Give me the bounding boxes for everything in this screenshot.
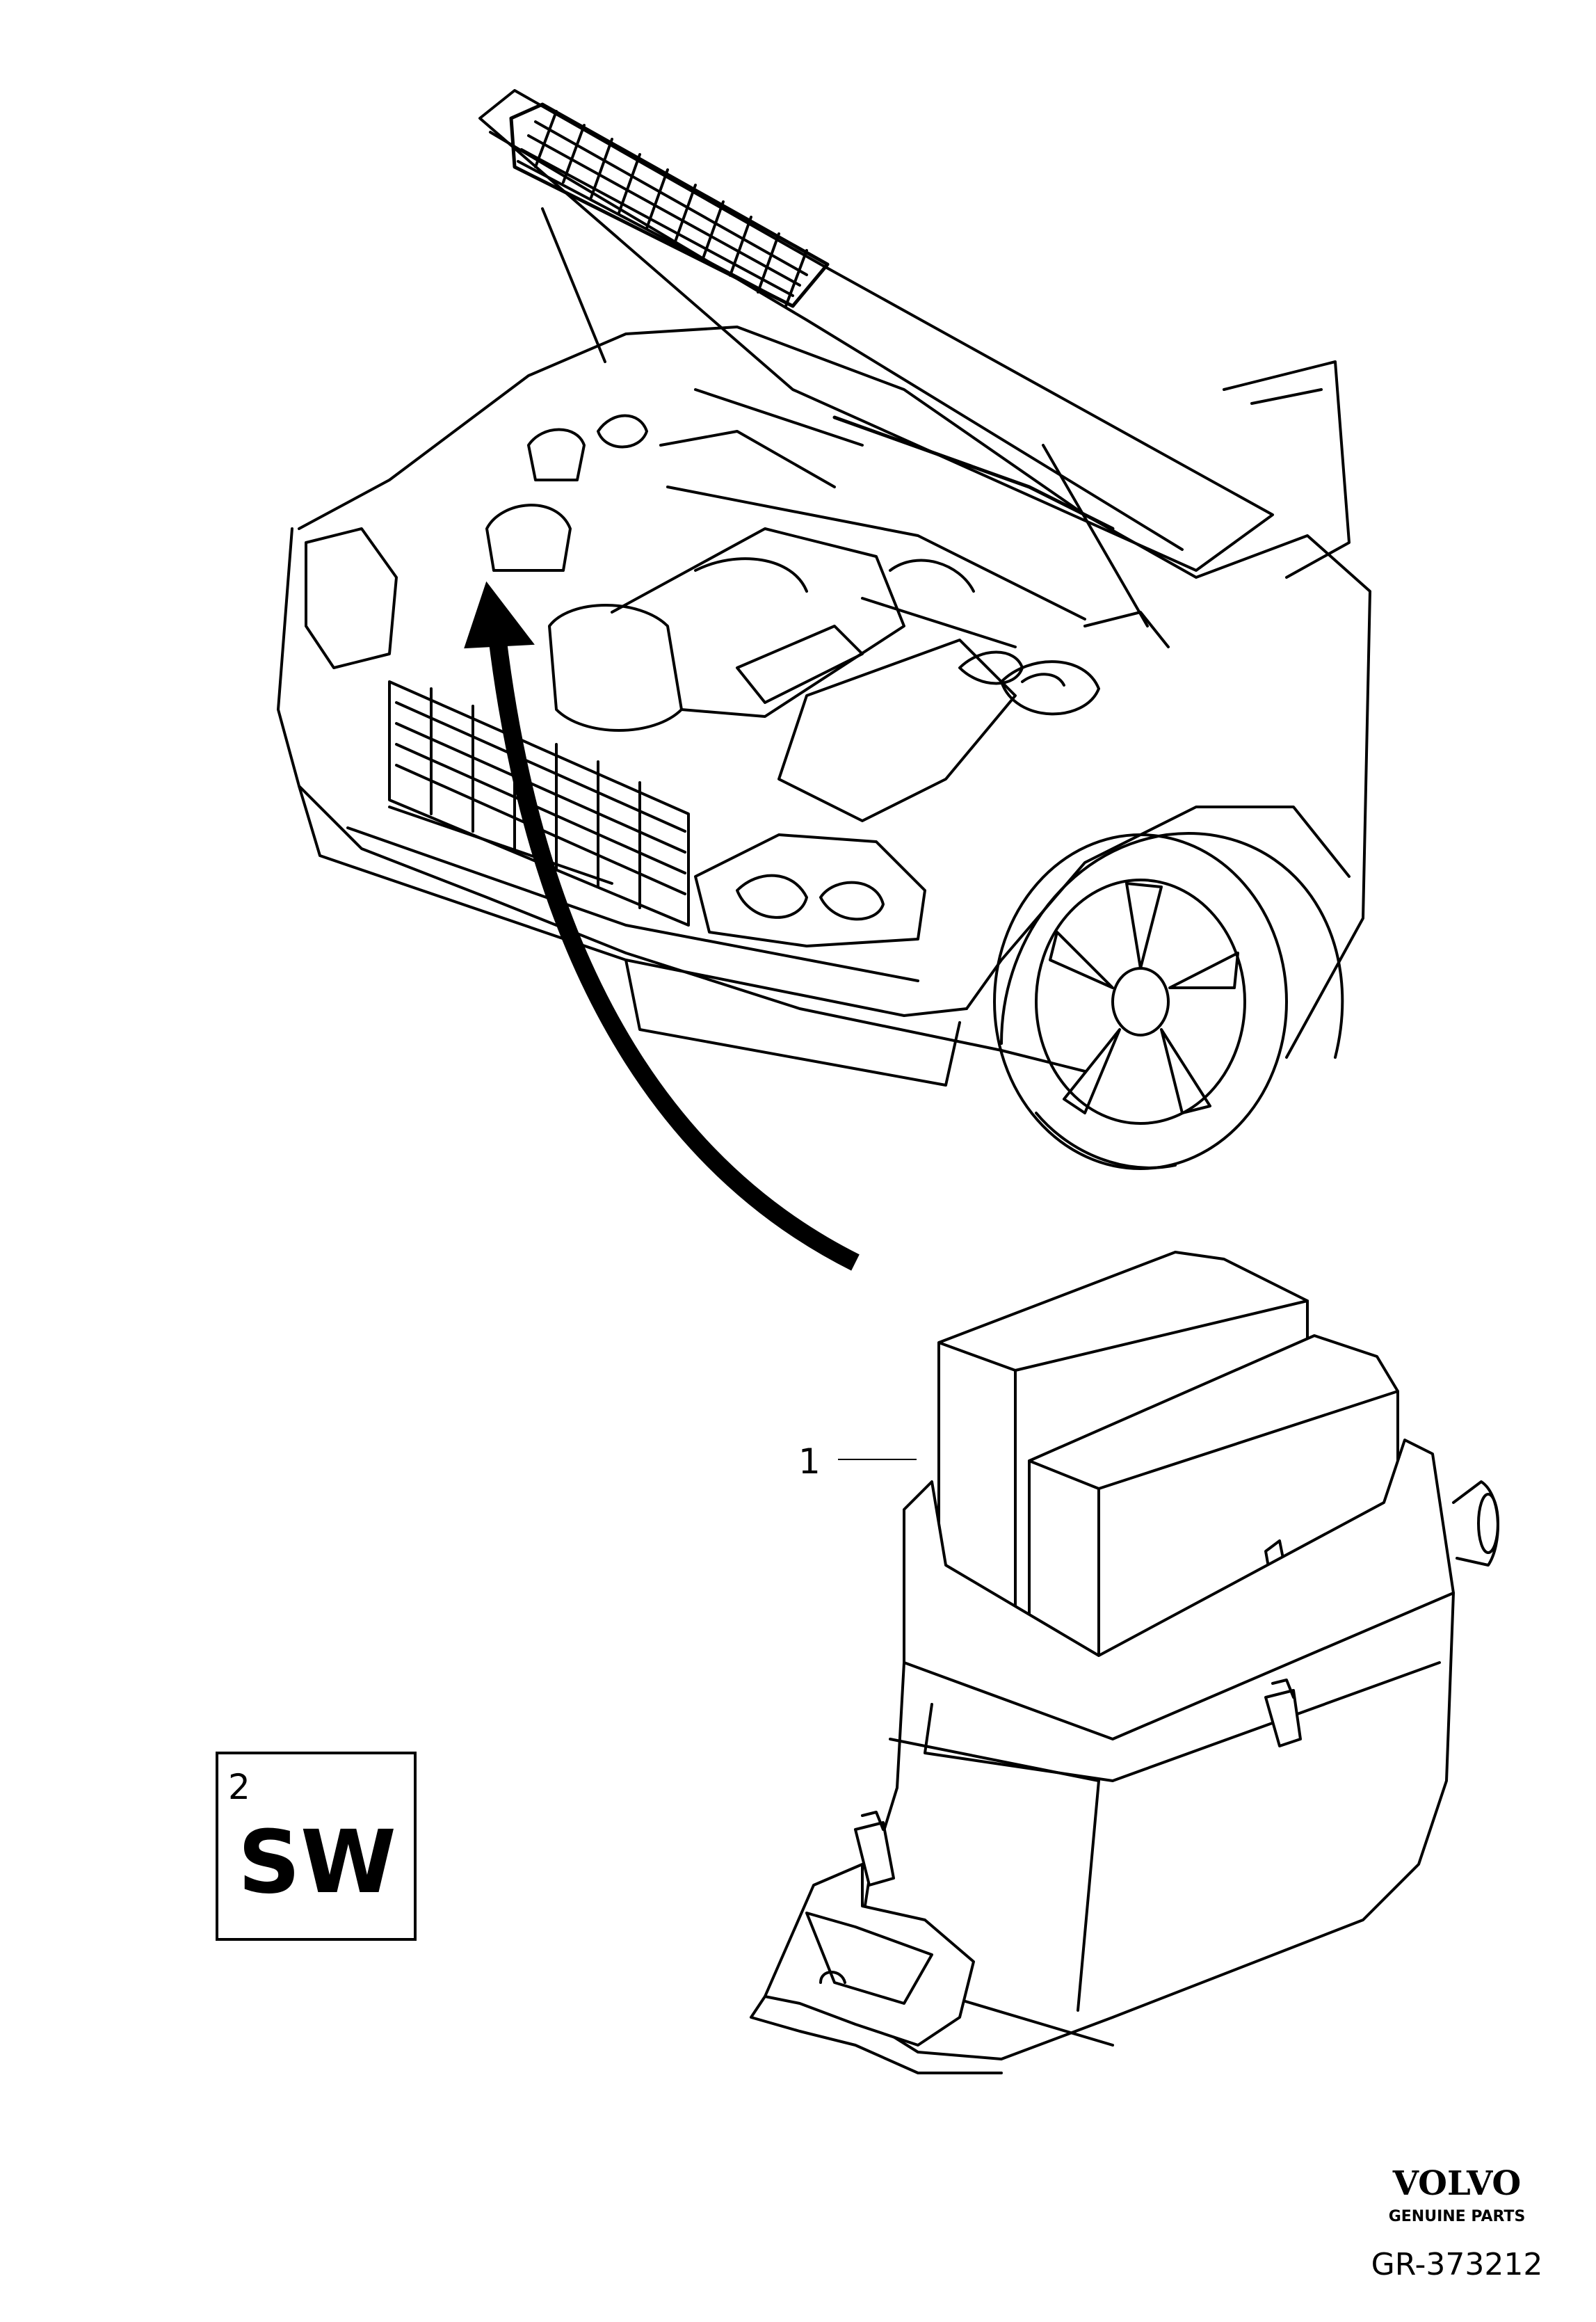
vehicle-illustration xyxy=(277,89,1371,1170)
brand-block: VOLVO GENUINE PARTS GR-373212 xyxy=(1371,2164,1543,2282)
drawing-number: GR-373212 xyxy=(1371,2247,1543,2282)
software-item-number: 2 xyxy=(228,1767,250,1807)
location-arrow xyxy=(464,581,860,1271)
part-1-callout: 1 xyxy=(798,1441,821,1482)
brand-tagline: GENUINE PARTS xyxy=(1389,2208,1526,2225)
relay-box-part xyxy=(750,1251,1499,2074)
brand-logo: VOLVO xyxy=(1392,2164,1521,2203)
software-label: SW xyxy=(238,1812,396,1913)
software-symbol-box: 2 SW xyxy=(216,1752,417,1941)
